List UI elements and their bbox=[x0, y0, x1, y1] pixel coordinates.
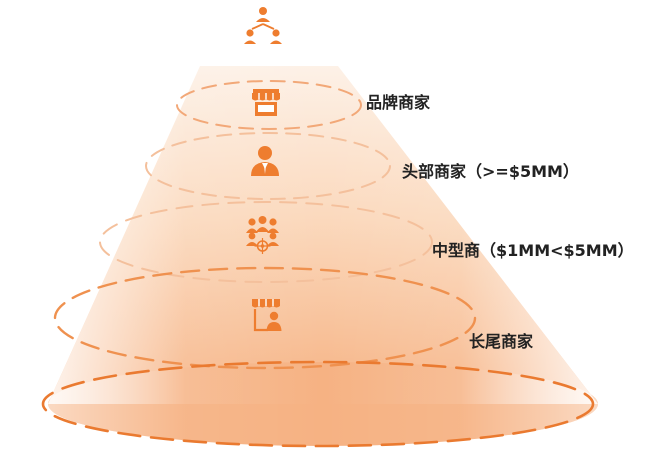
team-target-icon bbox=[246, 216, 279, 254]
executive-person-icon bbox=[251, 146, 279, 176]
ring-base bbox=[41, 360, 595, 448]
storefront-icon bbox=[252, 89, 280, 116]
tier-labels: 品牌商家 头部商家（>=$5MM） 中型商（$1MM<$5MM） 长尾商家 bbox=[366, 93, 634, 351]
ring-tail bbox=[53, 266, 477, 370]
tier-rings bbox=[41, 80, 595, 448]
tier-label-tail: 长尾商家 bbox=[469, 332, 534, 351]
ring-brand bbox=[176, 80, 362, 130]
ring-mid bbox=[99, 201, 433, 283]
cone-body bbox=[48, 66, 598, 446]
ring-head bbox=[145, 132, 391, 200]
tier-label-head: 头部商家（>=$5MM） bbox=[402, 162, 579, 181]
network-hierarchy-icon bbox=[244, 7, 282, 44]
tier-label-brand: 品牌商家 bbox=[366, 93, 431, 112]
leader-lines bbox=[340, 127, 640, 367]
shop-owner-icon bbox=[252, 299, 282, 332]
tier-label-mid: 中型商（$1MM<$5MM） bbox=[432, 241, 634, 260]
